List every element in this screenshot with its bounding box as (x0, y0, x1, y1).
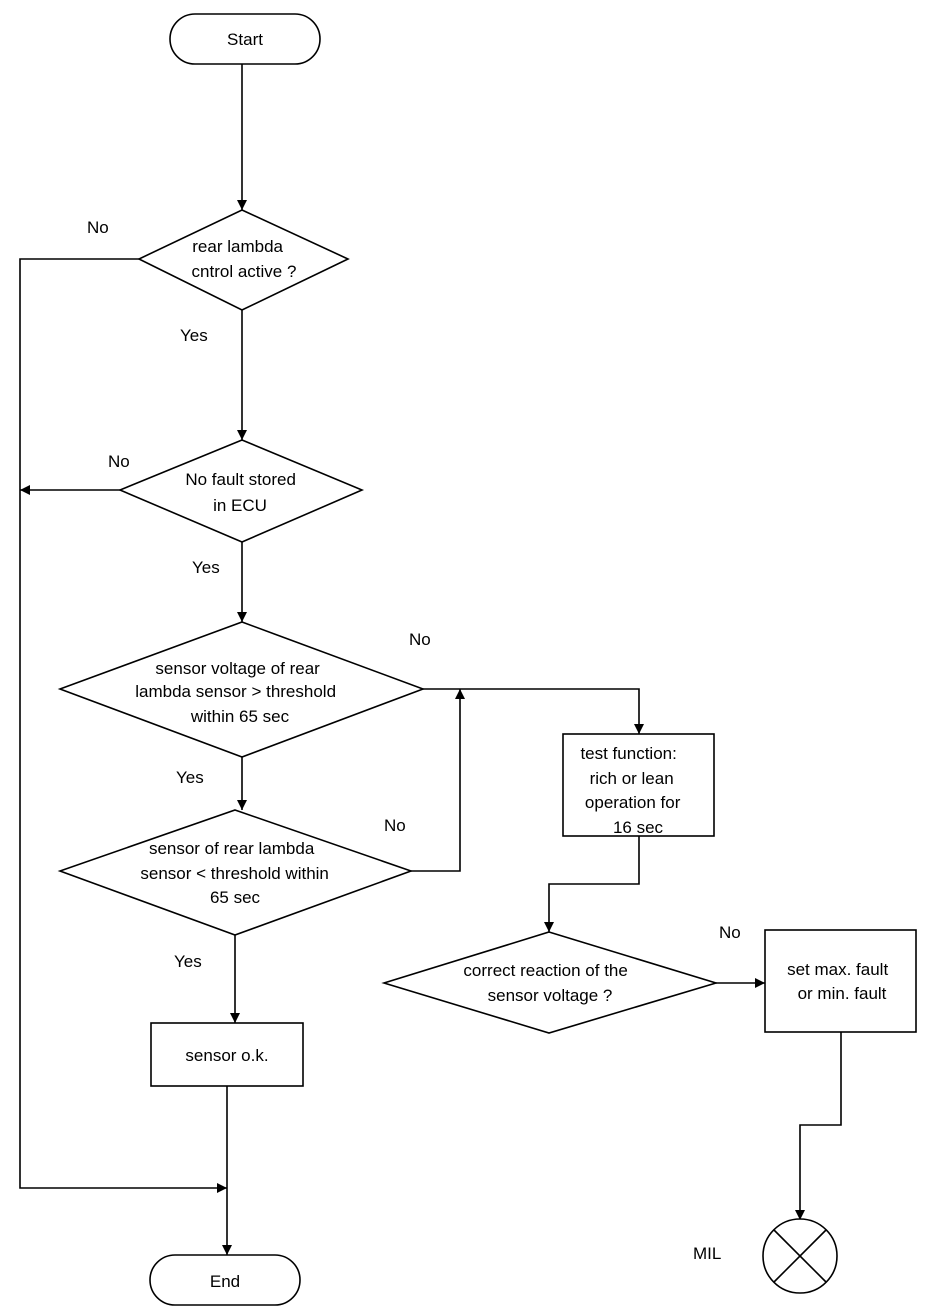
decision-voltage-above-threshold: sensor voltage of rear lambda sensor > t… (57, 621, 426, 758)
decision-correct-reaction-text: correct reaction of the sensor voltage ? (463, 961, 632, 1005)
decision-rear-lambda-control: rear lambda cntrol active ? (137, 209, 350, 311)
process-test-function: test function: rich or lean operation fo… (562, 733, 715, 837)
process-set-fault-text: set max. fault or min. fault (787, 960, 893, 1003)
label-d3-no: No (409, 630, 431, 649)
start-label: Start (227, 30, 263, 49)
label-d2-yes: Yes (192, 558, 220, 577)
decision-correct-reaction: correct reaction of the sensor voltage ? (381, 931, 719, 1034)
process-sensor-ok: sensor o.k. (150, 1022, 304, 1087)
process-test-function-text: test function: rich or lean operation fo… (580, 744, 685, 837)
edge-fault-to-mil (795, 1032, 842, 1220)
label-d5-no: No (719, 923, 741, 942)
edge-d1-no-to-end (19, 258, 227, 1193)
edge-d4-no-to-d3-no (411, 689, 465, 872)
decision-voltage-above-threshold-text: sensor voltage of rear lambda sensor > t… (135, 659, 341, 726)
decision-no-fault-stored: No fault stored in ECU (117, 439, 365, 543)
decision-voltage-below-threshold-text: sensor of rear lambda sensor < threshold… (140, 839, 333, 907)
label-d1-no: No (87, 218, 109, 237)
connectors (19, 64, 842, 1255)
label-d4-no: No (384, 816, 406, 835)
mil-label: MIL (693, 1244, 721, 1263)
label-d3-yes: Yes (176, 768, 204, 787)
decision-no-fault-stored-text: No fault stored in ECU (185, 470, 300, 515)
mil-lamp-icon (762, 1218, 838, 1294)
decision-voltage-below-threshold: sensor of rear lambda sensor < threshold… (57, 809, 414, 936)
end-label: End (210, 1272, 240, 1291)
start-terminal: Start (169, 13, 321, 65)
process-set-fault: set max. fault or min. fault (764, 929, 917, 1033)
label-d1-yes: Yes (180, 326, 208, 345)
branch-labels: No Yes No Yes No Yes No Yes No (87, 218, 741, 971)
edge-d3-no-to-test (423, 688, 644, 734)
label-d4-yes: Yes (174, 952, 202, 971)
edge-test-to-d5 (544, 836, 640, 932)
label-d2-no: No (108, 452, 130, 471)
decision-rear-lambda-control-text: rear lambda cntrol active ? (192, 237, 297, 281)
process-sensor-ok-text: sensor o.k. (185, 1046, 268, 1065)
end-terminal: End (149, 1254, 301, 1306)
